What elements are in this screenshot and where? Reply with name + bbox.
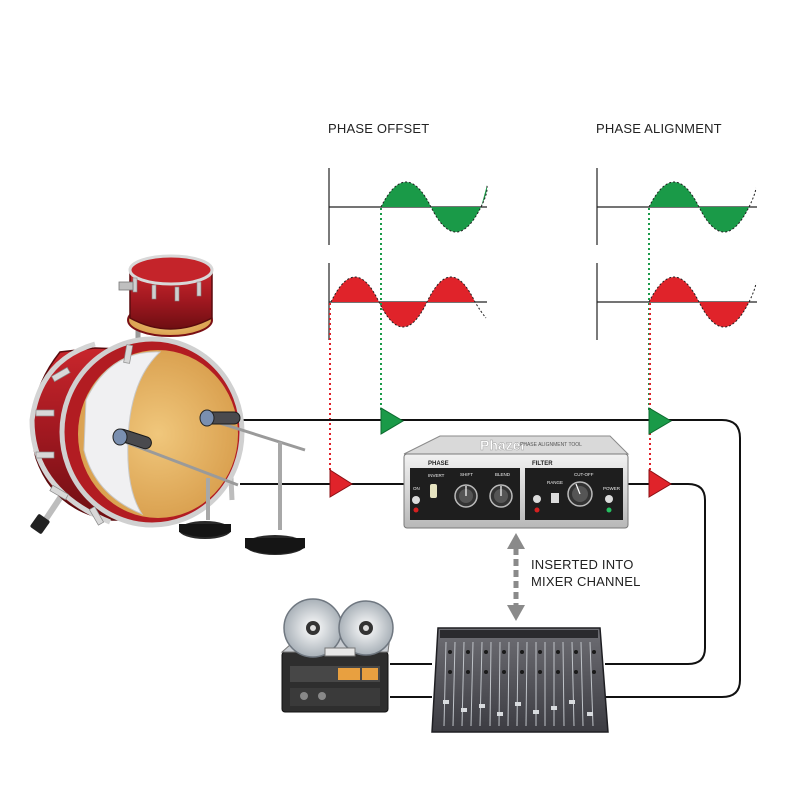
tape-machine-icon <box>280 598 394 713</box>
green-arrow-align <box>648 407 672 435</box>
phase-alignment-title: PHASE ALIGNMENT <box>596 121 722 136</box>
green-arrow-offset <box>380 407 404 435</box>
mixer-console-icon <box>431 627 609 733</box>
phase-alignment-device-icon: Phazer PHASE ALIGNMENT TOOL PHASE FILTER… <box>403 435 630 529</box>
signal-arrows <box>329 407 672 498</box>
red-wave-align-1 <box>649 277 699 302</box>
red-wave-offset-1 <box>331 277 379 302</box>
red-arrow-align <box>648 469 672 498</box>
blend-label: BLEND <box>495 472 511 477</box>
inserted-note-line2: MIXER CHANNEL <box>531 574 641 589</box>
signal-cables <box>238 419 741 698</box>
alignment-guides <box>329 208 651 472</box>
inserted-into-mixer-note: INSERTED INTO MIXER CHANNEL <box>531 556 641 590</box>
device-brand: Phazer <box>480 437 526 453</box>
green-wave-align-1 <box>649 182 699 207</box>
kick-drum-icon <box>29 336 245 534</box>
inserted-note-line1: INSERTED INTO <box>531 557 634 572</box>
red-wave-offset-2 <box>379 302 427 327</box>
cutoff-label: CUT-OFF <box>574 472 594 477</box>
shift-label: SHIFT <box>460 472 473 477</box>
device-model: PHASE ALIGNMENT TOOL <box>520 442 582 448</box>
on-label: ON <box>413 486 420 491</box>
invert-label: INVERT <box>428 473 445 478</box>
red-arrow-offset <box>329 469 353 498</box>
range-label: RANGE <box>547 480 563 485</box>
red-wave-offset-3 <box>427 277 475 302</box>
phase-offset-title: PHASE OFFSET <box>328 121 430 136</box>
power-label: POWER <box>603 486 621 491</box>
phase-section-label: PHASE <box>428 461 449 467</box>
filter-section-label: FILTER <box>532 461 553 467</box>
tom-drum-icon <box>118 254 214 342</box>
insert-arrow <box>507 533 525 621</box>
phase-offset-waves <box>328 168 488 340</box>
green-wave-offset-pos <box>381 182 431 207</box>
phase-alignment-waves <box>596 168 757 340</box>
microphone-icon <box>112 409 306 555</box>
